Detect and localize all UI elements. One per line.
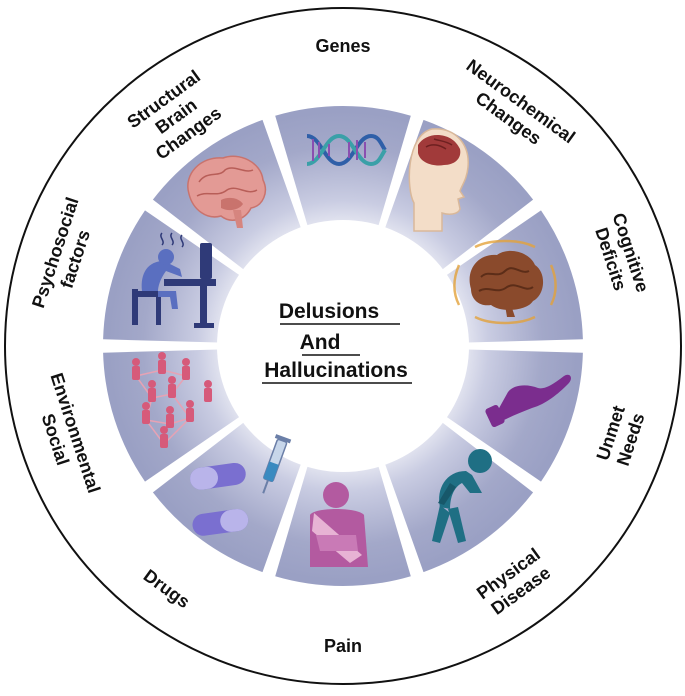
- center-title-line-1: Delusions: [279, 300, 379, 323]
- segment-psychosocial: [103, 210, 244, 343]
- center-circle: [217, 220, 469, 472]
- people-network-icon: [132, 352, 212, 448]
- segment-label-line: Genes: [315, 36, 370, 56]
- segment-label-pain: Pain: [324, 636, 362, 656]
- head-brain-profile-icon: [408, 128, 469, 232]
- open-hand-icon: [485, 374, 571, 428]
- center-title-line-3: Hallucinations: [264, 359, 408, 382]
- arm-sling-icon: [310, 482, 368, 567]
- segment-label-line: Pain: [324, 636, 362, 656]
- pills-syringe-icon: [190, 434, 292, 536]
- hunched-person-icon: [432, 449, 492, 543]
- brain-sagittal-icon: [187, 155, 267, 228]
- stressed-person-desk-icon: [132, 232, 216, 328]
- center-title-line-2: And: [300, 331, 341, 354]
- segment-physical: [383, 419, 534, 573]
- brain-glow-icon: [453, 239, 557, 325]
- dna-helix-icon: [306, 133, 387, 167]
- segment-label-genes: Genes: [315, 36, 370, 56]
- icons-layer: [132, 128, 571, 567]
- segment-drugs: [152, 419, 303, 573]
- center-title: Delusions And Hallucinations: [262, 300, 412, 384]
